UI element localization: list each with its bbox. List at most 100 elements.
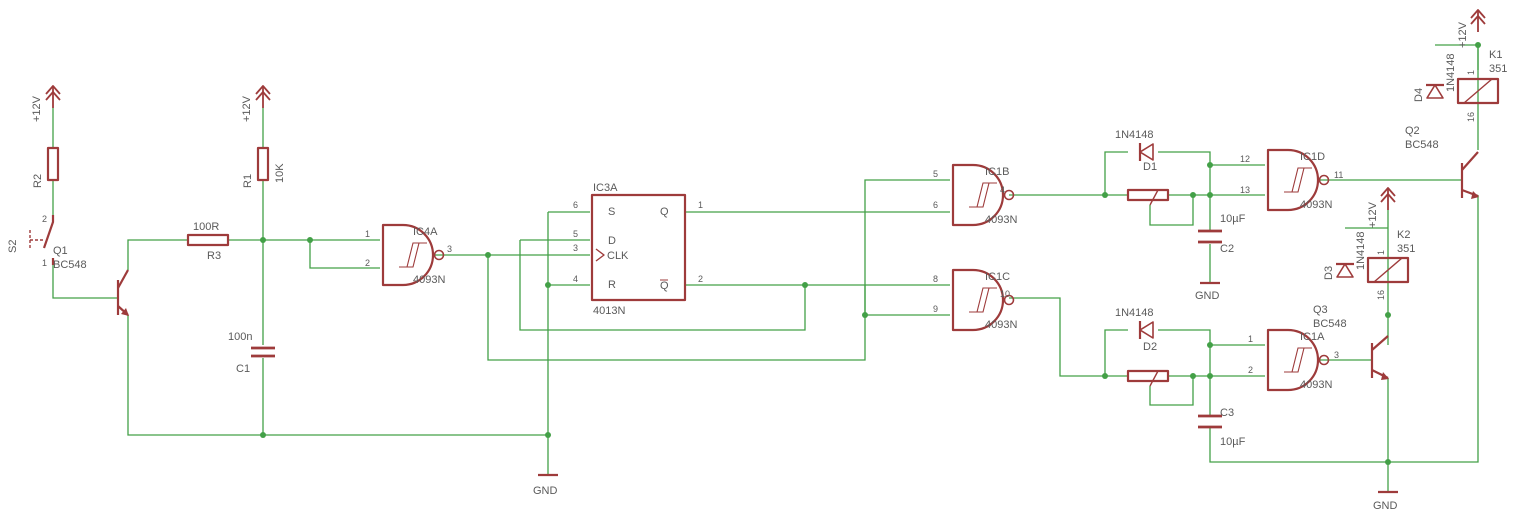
junctions: [260, 42, 1481, 465]
svg-text:3: 3: [1334, 350, 1339, 360]
svg-text:1: 1: [365, 229, 370, 239]
svg-text:BC548: BC548: [1405, 139, 1439, 151]
svg-text:1: 1: [1248, 334, 1253, 344]
svg-text:1N4148: 1N4148: [1115, 307, 1154, 319]
svg-text:R3: R3: [207, 250, 221, 262]
svg-text:K1: K1: [1489, 49, 1502, 61]
svg-text:D: D: [608, 235, 616, 247]
svg-text:C2: C2: [1220, 243, 1234, 255]
svg-text:2: 2: [365, 258, 370, 268]
wires: [52, 44, 1479, 492]
svg-text:S: S: [608, 206, 615, 218]
svg-text:16: 16: [1466, 112, 1476, 122]
potentiometer-d2: [1126, 369, 1170, 387]
vcc-r1: +12V: [241, 85, 271, 122]
svg-text:10µF: 10µF: [1220, 213, 1246, 225]
capacitor-c2: 10µF C2: [1198, 213, 1246, 255]
relay-k2: K2 351 1 16: [1366, 229, 1415, 300]
svg-text:D2: D2: [1143, 341, 1157, 353]
resistor-r1: R1 10K: [242, 146, 286, 188]
svg-text:2: 2: [42, 214, 47, 224]
svg-text:2: 2: [1248, 365, 1253, 375]
diode-d1: 1N4148 D1: [1115, 129, 1157, 173]
svg-text:+12V: +12V: [1367, 201, 1379, 228]
gate-ic4a: IC4A 4093N 1 2 3: [365, 223, 452, 287]
switch-s2: S2 2 1: [7, 214, 55, 268]
svg-text:6: 6: [573, 200, 578, 210]
svg-text:R: R: [608, 279, 616, 291]
svg-text:D1: D1: [1143, 161, 1157, 173]
svg-text:351: 351: [1489, 63, 1507, 75]
svg-text:1N4148: 1N4148: [1355, 231, 1367, 270]
svg-text:9: 9: [933, 304, 938, 314]
gnd-symbol-ic3: GND: [533, 473, 558, 497]
gnd-symbol-q3: GND: [1373, 490, 1398, 512]
svg-text:351: 351: [1397, 243, 1415, 255]
svg-text:C1: C1: [236, 363, 250, 375]
svg-text:IC1D: IC1D: [1300, 151, 1325, 163]
gate-ic1b: IC1B 4093N 5 6 4: [933, 163, 1017, 227]
diode-d4: D4 1N4148: [1413, 53, 1457, 102]
svg-text:CLK: CLK: [607, 250, 629, 262]
resistor-r3: 100R R3: [186, 221, 230, 262]
svg-text:3: 3: [447, 244, 452, 254]
flipflop-ic3a: IC3A 4013N S D CLK R Q Q 6 5 3 4 1 2: [573, 182, 703, 317]
svg-text:6: 6: [933, 200, 938, 210]
capacitor-c3: C3 10µF: [1198, 407, 1246, 448]
vcc-r2: +12V: [31, 85, 61, 122]
transistor-q1: Q1 BC548: [53, 245, 129, 316]
gate-ic1a: IC1A 4093N 1 2 3: [1248, 328, 1339, 392]
svg-text:+12V: +12V: [241, 95, 253, 122]
svg-text:S2: S2: [7, 240, 19, 253]
svg-text:Q2: Q2: [1405, 125, 1420, 137]
svg-text:5: 5: [573, 229, 578, 239]
svg-text:GND: GND: [1373, 500, 1398, 512]
svg-text:8: 8: [933, 274, 938, 284]
svg-text:K2: K2: [1397, 229, 1410, 241]
svg-text:1: 1: [42, 258, 47, 268]
svg-text:3: 3: [573, 243, 578, 253]
svg-text:4093N: 4093N: [985, 319, 1017, 331]
svg-text:Q: Q: [660, 206, 669, 218]
svg-text:4093N: 4093N: [1300, 379, 1332, 391]
svg-text:12: 12: [1240, 154, 1250, 164]
svg-text:D4: D4: [1413, 88, 1425, 102]
svg-text:16: 16: [1376, 290, 1386, 300]
capacitor-c1: 100n C1: [228, 331, 275, 375]
svg-text:IC1C: IC1C: [985, 271, 1010, 283]
svg-text:13: 13: [1240, 185, 1250, 195]
svg-text:Q: Q: [660, 280, 669, 292]
svg-text:D3: D3: [1323, 266, 1335, 280]
svg-text:1N4148: 1N4148: [1445, 53, 1457, 92]
svg-text:1: 1: [1376, 250, 1386, 255]
svg-text:10K: 10K: [274, 163, 286, 183]
svg-text:IC3A: IC3A: [593, 182, 618, 194]
svg-text:10µF: 10µF: [1220, 436, 1246, 448]
svg-text:Q1: Q1: [53, 245, 68, 257]
svg-text:C3: C3: [1220, 407, 1234, 419]
svg-text:11: 11: [1334, 170, 1343, 180]
svg-text:4093N: 4093N: [1300, 199, 1332, 211]
svg-text:10: 10: [1000, 289, 1010, 299]
svg-text:4093N: 4093N: [413, 274, 445, 286]
diode-d2: 1N4148 D2: [1115, 307, 1157, 353]
svg-text:1: 1: [698, 200, 703, 210]
svg-text:Q3: Q3: [1313, 304, 1328, 316]
relay-k1: K1 351 1 16: [1456, 49, 1507, 122]
diode-d3: D3 1N4148: [1323, 231, 1367, 280]
vcc-k1: +12V: [1457, 9, 1486, 48]
svg-text:+12V: +12V: [1457, 21, 1469, 48]
svg-text:R2: R2: [32, 174, 44, 188]
potentiometer-d1: [1126, 188, 1170, 206]
svg-text:+12V: +12V: [31, 95, 43, 122]
svg-text:4: 4: [1000, 185, 1005, 195]
transistor-q3: Q3 BC548: [1313, 304, 1389, 380]
vcc-k2: +12V: [1367, 187, 1396, 228]
svg-text:IC1A: IC1A: [1300, 331, 1325, 343]
gnd-symbol-c2: GND: [1195, 281, 1220, 302]
svg-text:IC1B: IC1B: [985, 166, 1009, 178]
svg-text:4: 4: [573, 274, 578, 284]
svg-text:4093N: 4093N: [985, 214, 1017, 226]
svg-text:100R: 100R: [193, 221, 219, 233]
